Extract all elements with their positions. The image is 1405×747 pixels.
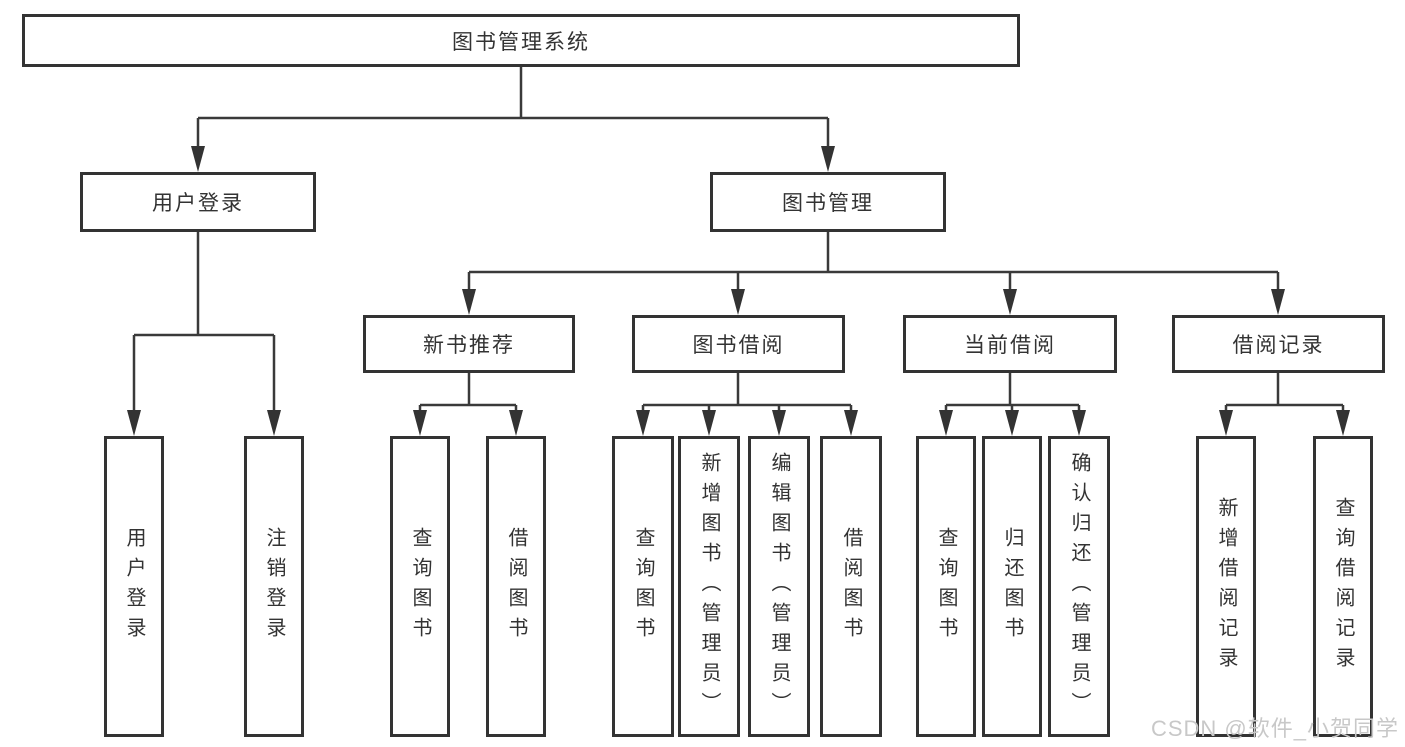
arrow-down-icon (191, 146, 205, 172)
arrow-down-icon (1072, 410, 1086, 436)
arrow-down-icon (731, 289, 745, 315)
leaf-borrowing-borrow-books: 借阅图书 (820, 436, 882, 737)
connector-book-mgmt-branch (467, 232, 1280, 295)
leaf-current-query-books: 查询图书 (916, 436, 976, 737)
node-new-book-recommendation: 新书推荐 (363, 315, 575, 373)
leaf-label: 确认归还（管理员） (1068, 451, 1090, 722)
connector-level3-branches (418, 373, 1345, 416)
leaf-recommend-borrow-books: 借阅图书 (486, 436, 546, 737)
leaf-label: 新增图书（管理员） (698, 451, 720, 722)
watermark: CSDN @软件_小贺同学 (1150, 716, 1399, 741)
connector-root-to-level2 (196, 67, 830, 152)
node-current-borrowing: 当前借阅 (903, 315, 1117, 373)
leaf-label: 查询图书 (632, 526, 654, 647)
leaf-current-return-books: 归还图书 (982, 436, 1042, 737)
arrow-down-icon (1005, 410, 1019, 436)
leaf-records-add-record: 新增借阅记录 (1196, 436, 1256, 737)
leaf-label: 查询图书 (935, 526, 957, 647)
arrow-down-icon (939, 410, 953, 436)
leaf-current-confirm-return-admin: 确认归还（管理员） (1048, 436, 1110, 737)
arrow-down-icon (1336, 410, 1350, 436)
arrow-down-icon (509, 410, 523, 436)
arrowheads (127, 146, 1350, 436)
arrow-down-icon (413, 410, 427, 436)
node-root: 图书管理系统 (22, 14, 1020, 67)
leaf-borrowing-add-books-admin: 新增图书（管理员） (678, 436, 740, 737)
connector-user-login-branch (132, 232, 276, 416)
leaf-label: 查询借阅记录 (1332, 496, 1354, 677)
leaf-logout: 注销登录 (244, 436, 304, 737)
arrow-down-icon (1271, 289, 1285, 315)
leaf-recommend-query-books: 查询图书 (390, 436, 450, 737)
leaf-records-query-record: 查询借阅记录 (1313, 436, 1373, 737)
node-user-login: 用户登录 (80, 172, 316, 232)
leaf-label: 归还图书 (1001, 526, 1023, 647)
leaf-user-login: 用户登录 (104, 436, 164, 737)
arrow-down-icon (1003, 289, 1017, 315)
arrow-down-icon (636, 410, 650, 436)
leaf-label: 借阅图书 (840, 526, 862, 647)
arrow-down-icon (462, 289, 476, 315)
arrow-down-icon (844, 410, 858, 436)
leaf-label: 编辑图书（管理员） (768, 451, 790, 722)
node-borrowing-records: 借阅记录 (1172, 315, 1385, 373)
arrow-down-icon (267, 410, 281, 436)
leaf-borrowing-query-books: 查询图书 (612, 436, 674, 737)
arrow-down-icon (127, 410, 141, 436)
node-book-borrowing: 图书借阅 (632, 315, 845, 373)
leaf-label: 借阅图书 (505, 526, 527, 647)
arrow-down-icon (772, 410, 786, 436)
leaf-borrowing-edit-books-admin: 编辑图书（管理员） (748, 436, 810, 737)
node-book-management: 图书管理 (710, 172, 946, 232)
leaf-label: 查询图书 (409, 526, 431, 647)
arrow-down-icon (702, 410, 716, 436)
leaf-label: 注销登录 (263, 526, 285, 647)
arrow-down-icon (821, 146, 835, 172)
leaf-label: 用户登录 (123, 526, 145, 647)
arrow-down-icon (1219, 410, 1233, 436)
leaf-label: 新增借阅记录 (1215, 496, 1237, 677)
